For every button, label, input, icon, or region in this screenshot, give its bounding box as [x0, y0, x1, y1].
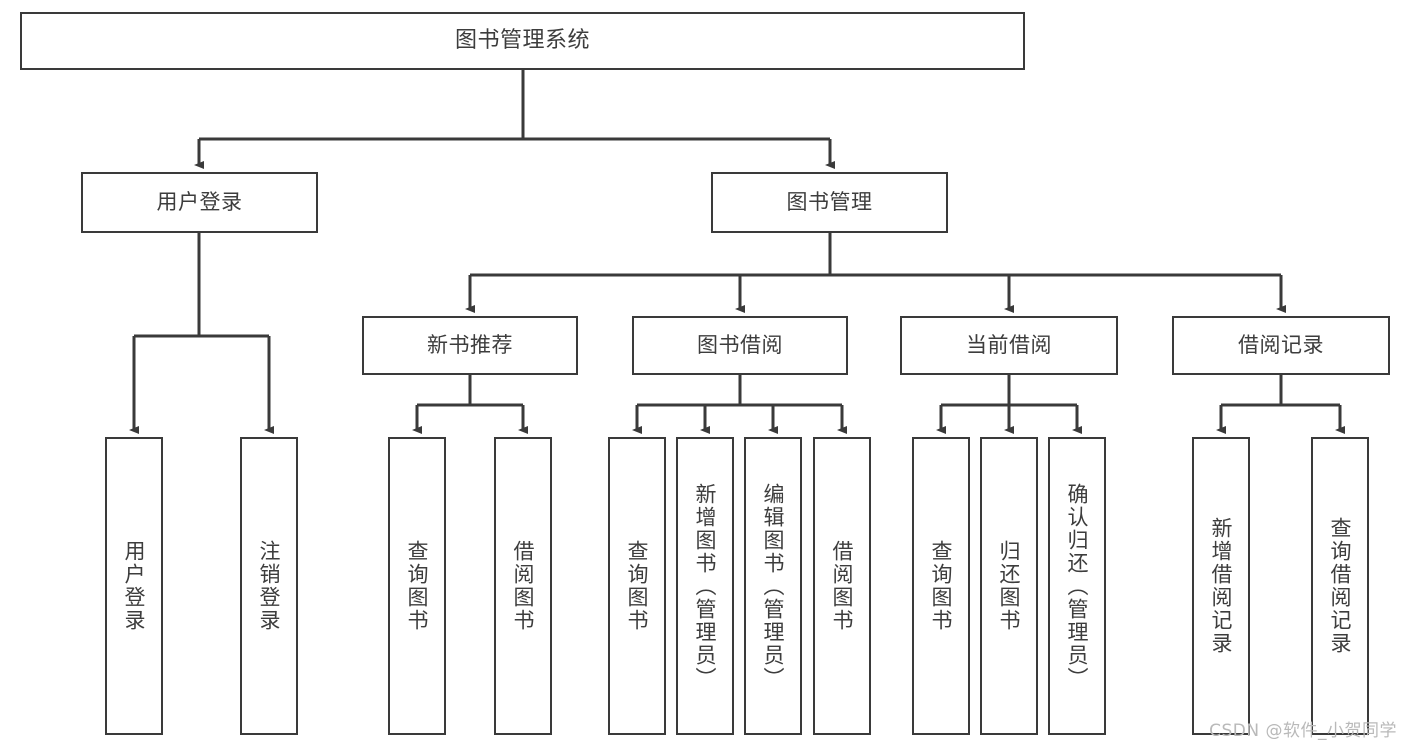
leaf-borrow-book-2[interactable]: 借阅图书 — [813, 437, 871, 735]
leaf-borrow-book-1-label: 借阅图书 — [511, 540, 536, 632]
leaf-query-book-2-label: 查询图书 — [625, 540, 650, 632]
leaf-query-book-3[interactable]: 查询图书 — [912, 437, 970, 735]
node-book-manage-label: 图书管理 — [786, 190, 873, 215]
leaf-edit-book[interactable]: 编辑图书（管理员） — [744, 437, 802, 735]
watermark: CSDN @软件_小贺同学 — [1209, 721, 1397, 741]
node-book-borrow[interactable]: 图书借阅 — [632, 316, 848, 375]
node-root[interactable]: 图书管理系统 — [20, 12, 1025, 70]
node-borrow-record[interactable]: 借阅记录 — [1172, 316, 1390, 375]
leaf-confirm-return[interactable]: 确认归还（管理员） — [1048, 437, 1106, 735]
leaf-edit-book-label: 编辑图书（管理员） — [761, 482, 786, 690]
leaf-logout-login[interactable]: 注销登录 — [240, 437, 298, 735]
leaf-add-record[interactable]: 新增借阅记录 — [1192, 437, 1250, 735]
leaf-user-login-label: 用户登录 — [122, 540, 147, 632]
node-new-book-recommend-label: 新书推荐 — [427, 333, 513, 358]
node-user-login-label: 用户登录 — [156, 190, 243, 215]
node-current-borrow[interactable]: 当前借阅 — [900, 316, 1118, 375]
leaf-borrow-book-1[interactable]: 借阅图书 — [494, 437, 552, 735]
leaf-add-record-label: 新增借阅记录 — [1209, 517, 1234, 655]
leaf-return-book-label: 归还图书 — [997, 540, 1022, 632]
node-root-label: 图书管理系统 — [454, 28, 590, 54]
leaf-query-record[interactable]: 查询借阅记录 — [1311, 437, 1369, 735]
leaf-query-book-3-label: 查询图书 — [929, 540, 954, 632]
leaf-query-book-1[interactable]: 查询图书 — [388, 437, 446, 735]
leaf-query-book-2[interactable]: 查询图书 — [608, 437, 666, 735]
leaf-logout-login-label: 注销登录 — [257, 540, 282, 632]
node-new-book-recommend[interactable]: 新书推荐 — [362, 316, 578, 375]
leaf-user-login[interactable]: 用户登录 — [105, 437, 163, 735]
leaf-query-book-1-label: 查询图书 — [405, 540, 430, 632]
leaf-confirm-return-label: 确认归还（管理员） — [1065, 482, 1090, 690]
leaf-add-book-label: 新增图书（管理员） — [693, 482, 718, 690]
node-book-borrow-label: 图书借阅 — [697, 333, 783, 358]
node-borrow-record-label: 借阅记录 — [1238, 333, 1324, 358]
leaf-add-book[interactable]: 新增图书（管理员） — [676, 437, 734, 735]
node-current-borrow-label: 当前借阅 — [966, 333, 1052, 358]
leaf-query-record-label: 查询借阅记录 — [1328, 517, 1353, 655]
node-book-manage[interactable]: 图书管理 — [711, 172, 948, 233]
leaf-borrow-book-2-label: 借阅图书 — [830, 540, 855, 632]
leaf-return-book[interactable]: 归还图书 — [980, 437, 1038, 735]
node-user-login[interactable]: 用户登录 — [81, 172, 318, 233]
